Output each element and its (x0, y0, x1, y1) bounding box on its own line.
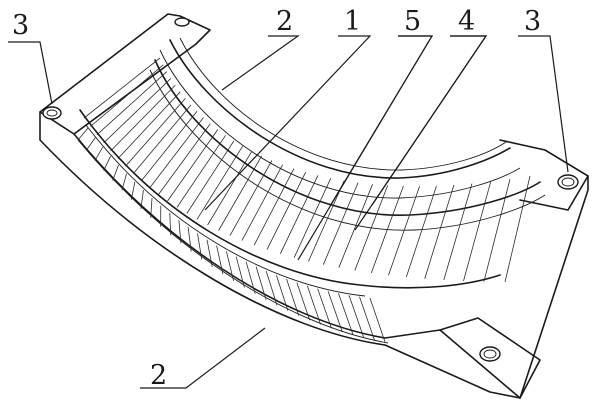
lower-rib-line (187, 226, 192, 252)
rib-line (322, 182, 359, 265)
leader-lines (8, 35, 569, 389)
lower-rib-line (226, 251, 234, 281)
lower-rib-line (255, 266, 267, 300)
rib-line (149, 117, 204, 188)
lower-rib-line (140, 190, 144, 209)
callout-4: 4 (458, 6, 475, 37)
lower-rib-line (327, 291, 343, 333)
callout-2-top: 2 (276, 6, 293, 37)
rib-line (125, 98, 186, 167)
rib-line (293, 178, 332, 258)
bolt-hole-left (42, 106, 62, 120)
inner-bearing-arcs (79, 37, 546, 297)
bolt-hole-top (174, 17, 190, 27)
rib-line (443, 183, 473, 281)
lower-rib-line (317, 288, 332, 329)
callout-5: 5 (404, 6, 421, 37)
rib-line (90, 64, 164, 127)
lower-rib-line (286, 278, 300, 316)
lower-rib-line (112, 164, 119, 181)
lower-rib-line (121, 173, 127, 191)
bolt-holes (42, 17, 579, 362)
lower-rib-line (296, 282, 311, 321)
rib-line (132, 104, 192, 174)
rib-line (308, 180, 345, 262)
lower-rib-line (276, 275, 289, 311)
lower-rib-line (85, 137, 96, 151)
rib-line (103, 78, 172, 144)
lower-rib-line (245, 261, 256, 294)
lower-rib-line (197, 233, 203, 260)
lower-rib-line (150, 197, 153, 218)
rib-line (110, 84, 176, 152)
callout-3-right: 3 (524, 6, 541, 37)
lower-rib-line (130, 181, 136, 200)
rib-line (279, 175, 319, 254)
bolt-hole-right (557, 174, 579, 190)
rib-line (218, 155, 262, 231)
rib-line (424, 184, 455, 279)
rib-line (186, 140, 235, 214)
bolt-hole-bottom (479, 346, 501, 362)
rib-line (167, 129, 219, 202)
lower-rib-line (348, 295, 365, 338)
rib-line (370, 185, 404, 274)
lower-rib-line (169, 212, 172, 236)
rib-line (266, 172, 306, 250)
housing-outline (39, 13, 589, 399)
rib-line (196, 145, 244, 220)
rib-line (504, 175, 531, 283)
rib-line (338, 184, 373, 268)
lower-rib-line (103, 155, 111, 171)
rib-line (405, 185, 437, 278)
lower-rib-line (77, 127, 89, 141)
callout-labels: 3 2 1 5 4 3 2 (12, 6, 541, 391)
lower-rib-line (338, 293, 354, 336)
rib-line (483, 179, 511, 282)
lower-rib-line (265, 270, 278, 306)
rib-line (176, 135, 226, 208)
lower-rib-line (178, 220, 182, 244)
rib-line (207, 150, 253, 226)
rib-line (141, 111, 198, 182)
callout-3-left: 3 (12, 10, 29, 41)
lower-rib-line (206, 239, 213, 267)
lower-rib-line (359, 296, 375, 341)
callout-1: 1 (344, 6, 361, 37)
rib-line (354, 185, 389, 271)
lower-rib-line (369, 297, 386, 343)
rib-line (96, 71, 168, 136)
rib-line (253, 168, 295, 246)
rib-line (83, 57, 161, 119)
lower-rib-line (235, 256, 245, 288)
lower-rib-line (216, 245, 224, 275)
lower-rib-line (94, 146, 104, 161)
lower-rib-line (306, 285, 321, 325)
rib-line (463, 181, 492, 282)
rib-line (158, 123, 211, 195)
rib-line (388, 186, 420, 276)
callout-2-bottom: 2 (150, 360, 167, 391)
rib-line (229, 160, 273, 236)
rib-line (241, 164, 283, 241)
inner-ribs (77, 57, 531, 343)
rib-line (117, 91, 181, 159)
